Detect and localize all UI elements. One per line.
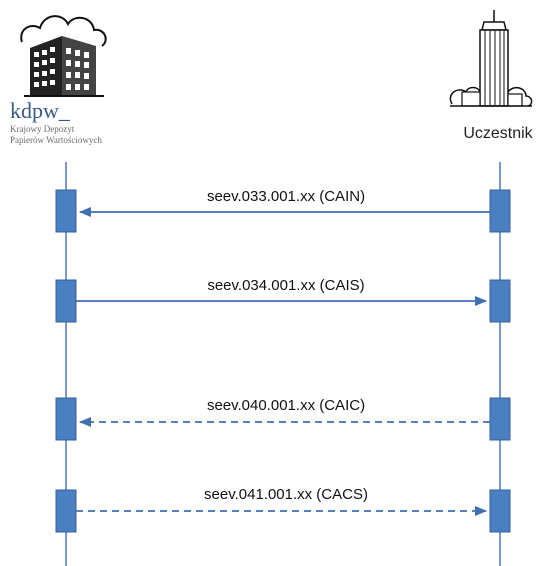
office-building-icon: [20, 15, 107, 97]
org-name-line1: Krajowy Depozyt: [10, 124, 75, 134]
left-activation-4: [55, 489, 77, 533]
message-label: seev.041.001.xx (CACS): [204, 486, 368, 503]
brand-name: kdpw_: [10, 98, 71, 123]
right-activation-4: [489, 489, 511, 533]
left-activation-1: [55, 189, 77, 233]
message-3: seev.040.001.xx (CAIC): [79, 397, 490, 427]
org-name-line2: Papierów Wartościowych: [10, 135, 102, 145]
message-label: seev.033.001.xx (CAIN): [207, 188, 365, 205]
message-4: seev.041.001.xx (CACS): [76, 486, 487, 516]
right-activation-1: [489, 189, 511, 233]
left-activation-3: [55, 397, 77, 441]
message-2: seev.034.001.xx (CAIS): [76, 277, 487, 306]
participant-name: Uczestnik: [463, 125, 533, 142]
skyscraper-icon: [449, 10, 533, 107]
left-activation-2: [55, 279, 77, 323]
message-1: seev.033.001.xx (CAIN): [79, 188, 490, 217]
right-activation-2: [489, 279, 511, 323]
right-activation-3: [489, 397, 511, 441]
message-label: seev.034.001.xx (CAIS): [207, 277, 364, 294]
message-label: seev.040.001.xx (CAIC): [207, 397, 365, 414]
